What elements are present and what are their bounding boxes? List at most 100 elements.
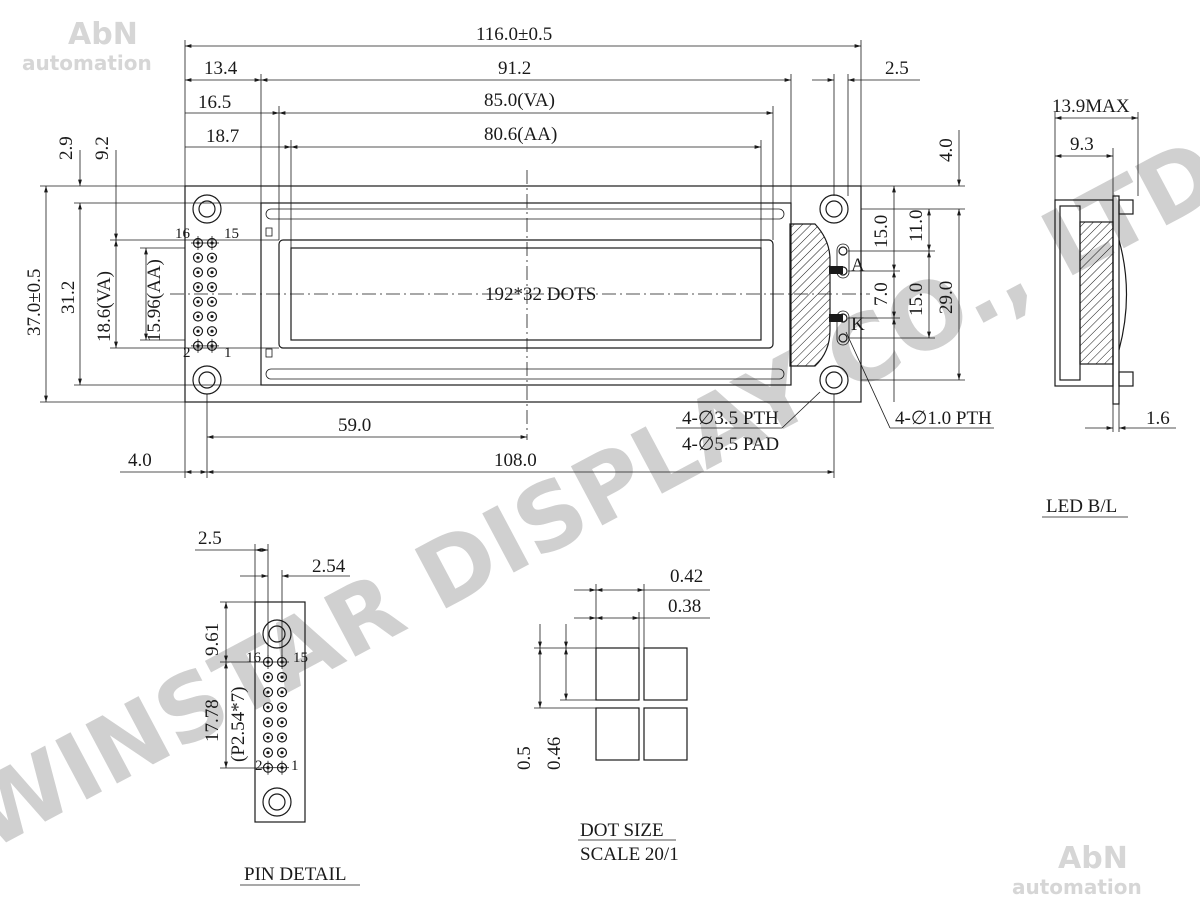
dim-7-0: 7.0	[871, 282, 892, 306]
led-pads	[829, 243, 850, 346]
dim-29-0: 29.0	[936, 281, 957, 314]
pin-hole	[196, 314, 200, 319]
pin-pad	[262, 687, 274, 698]
pin-hole	[210, 256, 214, 260]
pin-hole	[280, 675, 284, 679]
watermark-logo-bottom-left: automation	[22, 51, 152, 75]
dim-4-0-right: 4.0	[936, 138, 957, 162]
pin-pad	[192, 282, 204, 293]
pin-hole	[280, 735, 284, 740]
dim-91-2: 91.2	[498, 58, 531, 79]
dim-2-5-right: 2.5	[885, 58, 909, 79]
pin-detail-caption: PIN DETAIL	[244, 864, 346, 885]
right-dimensions	[848, 130, 965, 402]
side-view-caption: LED B/L	[1046, 496, 1117, 517]
left-dimensions	[40, 150, 279, 403]
dot-dim-0-46: 0.46	[544, 737, 565, 770]
pin-hole	[266, 675, 270, 679]
pin-dim-2-5: 2.5	[198, 528, 222, 549]
pin-hole	[266, 720, 270, 725]
pin-pad	[192, 311, 204, 322]
pin-hole	[280, 705, 284, 709]
pin-pad	[206, 311, 218, 322]
pin-pad	[262, 717, 274, 728]
pin-hole	[210, 285, 214, 289]
pin-pad	[262, 702, 274, 713]
pin-hole	[280, 690, 284, 694]
pin-pad	[206, 282, 218, 293]
dim-18-7: 18.7	[206, 126, 239, 147]
pin-pad	[262, 671, 274, 683]
pin-pad	[262, 747, 274, 758]
dot-cell-tr	[643, 647, 688, 701]
bezel-rail-top	[265, 208, 785, 220]
pin-pad	[192, 267, 204, 278]
watermark-company: WINSTAR DISPLAY CO., LTD.	[0, 102, 1200, 870]
pin-pad	[276, 747, 288, 758]
pin-detail-label-2: 2	[255, 758, 263, 774]
pin-hole	[280, 720, 284, 725]
pin-label-1: 1	[224, 345, 232, 361]
pin-label-16: 16	[175, 226, 191, 242]
pin-hole	[266, 735, 270, 740]
pin-detail	[195, 544, 360, 886]
dim-va-width: 85.0(VA)	[484, 90, 555, 111]
dim-aa-width: 80.6(AA)	[484, 124, 557, 145]
dim-overall-height: 37.0±0.5	[24, 269, 45, 336]
dim-13-9-max: 13.9MAX	[1052, 96, 1130, 117]
pin-hole	[210, 300, 214, 304]
pin-detail-hole-top	[262, 619, 292, 649]
pin-pad	[276, 732, 288, 743]
pin-hole	[266, 705, 270, 709]
watermark-logo-top-right: AbN	[1058, 841, 1128, 876]
pin-pad	[276, 687, 288, 698]
pin-dim-9-61: 9.61	[202, 623, 223, 656]
dim-2-9: 2.9	[56, 136, 77, 160]
pin-dim-17-78: 17.78	[202, 699, 223, 742]
watermark: WINSTAR DISPLAY CO., LTD. AbN automation…	[0, 17, 1200, 899]
dim-1-6: 1.6	[1146, 408, 1170, 429]
mounting-hole-top-left	[192, 194, 222, 224]
pin-hole	[196, 300, 200, 304]
pin-detail-outline	[254, 601, 306, 823]
dim-16-5: 16.5	[198, 92, 231, 113]
mounting-hole-top-right	[819, 194, 849, 224]
dim-4-0-bottom: 4.0	[128, 450, 152, 471]
pin-hole	[210, 314, 214, 319]
watermark-logo-top-left: AbN	[68, 17, 138, 52]
dim-overall-width: 116.0±0.5	[476, 24, 552, 45]
hole-pad-label: 4-∅5.5 PAD	[682, 434, 779, 455]
bottom-dimensions	[120, 331, 994, 478]
dot-dim-0-42: 0.42	[670, 566, 703, 587]
dot-dim-0-38: 0.38	[668, 596, 701, 617]
pin-hole	[210, 270, 214, 274]
dots-label: 192*32 DOTS	[485, 284, 596, 305]
dim-9-2: 9.2	[92, 136, 113, 160]
pin-hole	[280, 751, 284, 755]
pin-hole	[196, 329, 200, 333]
pin-pad	[206, 326, 218, 337]
watermark-logo-bottom-right: automation	[1012, 875, 1142, 899]
bezel-rail-bottom	[265, 368, 785, 380]
side-backlight	[1079, 221, 1114, 365]
pin-dim-2-54: 2.54	[312, 556, 346, 577]
pin-detail-hole-bottom	[262, 787, 292, 817]
anode-label: A	[851, 255, 865, 276]
pin-detail-label-16: 16	[246, 650, 262, 666]
dim-9-3: 9.3	[1070, 134, 1094, 155]
dot-size-detail	[534, 584, 710, 841]
pin-pad	[262, 732, 274, 743]
pin-pad	[192, 252, 204, 263]
dot-dim-0-5: 0.5	[514, 746, 535, 770]
dim-59-0: 59.0	[338, 415, 371, 436]
pin-detail-pins	[261, 655, 289, 775]
mounting-hole-bottom-left	[192, 365, 222, 395]
pin-detail-label-15: 15	[293, 650, 308, 666]
dim-va-height: 18.6(VA)	[94, 271, 115, 342]
hole-pth-label: 4-∅3.5 PTH	[682, 408, 779, 429]
pin-pad	[206, 296, 218, 307]
dim-15-0-b: 15.0	[906, 283, 927, 316]
pin-hole	[196, 285, 200, 289]
side-view	[1042, 112, 1176, 518]
pin-detail-label-1: 1	[291, 758, 299, 774]
